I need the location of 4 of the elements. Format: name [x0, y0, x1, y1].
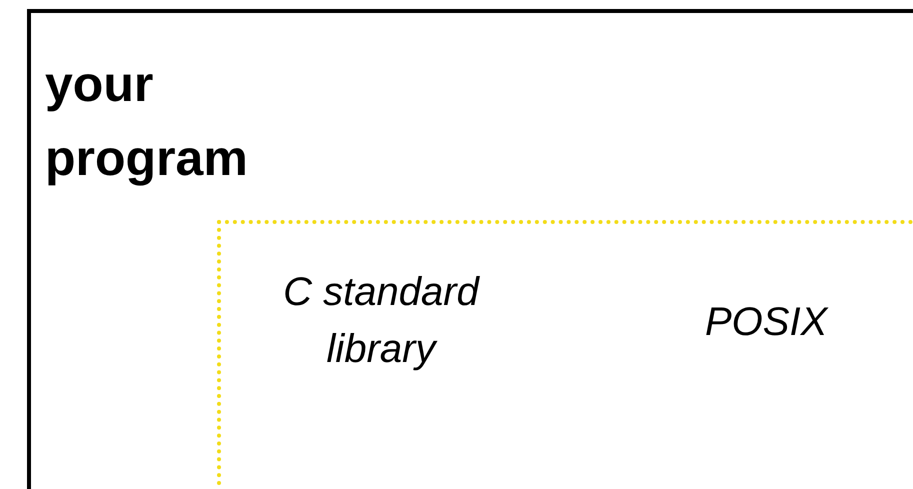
standard-label: POSIX	[705, 299, 830, 346]
program-title: your program	[45, 55, 249, 188]
library-label: C standard library	[282, 269, 481, 373]
program-box	[27, 9, 913, 489]
